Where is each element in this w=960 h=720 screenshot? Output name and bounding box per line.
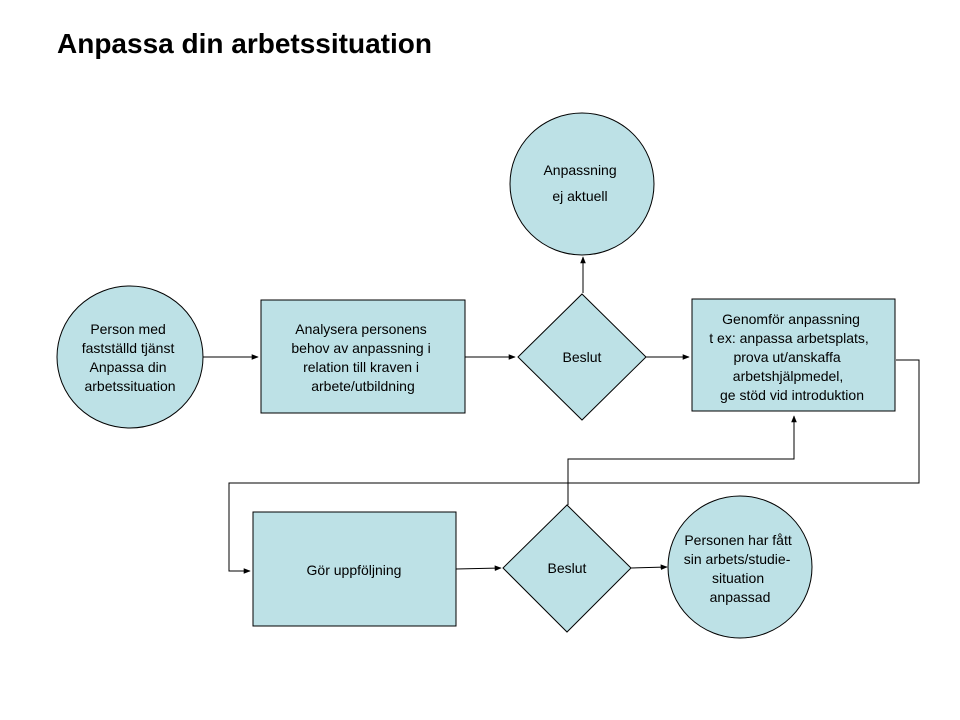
implement-box (691, 298, 896, 412)
start-label: Person med fastställd tjänst Anpassa din… (82, 321, 179, 394)
implement-label-line: ge stöd vid introduktion (720, 387, 864, 403)
arrow-decision2-to-end (630, 564, 668, 570)
arrow-implement-to-follow-up (228, 359, 920, 574)
implement-label-line: prova ut/anskaffa (733, 349, 840, 365)
analyze-label-line: behov av anpassning i (291, 340, 430, 356)
follow-up-label-line: Gör uppföljning (307, 562, 402, 578)
decision1-label: Beslut (563, 349, 602, 365)
decision2-label: Beslut (548, 560, 587, 576)
not-applicable-label-line: Anpassning (543, 162, 616, 178)
decision2-label-line: Beslut (548, 560, 587, 576)
implement-label: Genomför anpassning t ex: anpassa arbets… (709, 311, 872, 403)
analyze-label-line: arbete/utbildning (311, 378, 415, 394)
start-label-line: arbetssituation (84, 378, 175, 394)
decision1-diamond (517, 293, 647, 421)
start-label-line: fastställd tjänst (82, 340, 175, 356)
arrow-follow-up-to-decision2 (455, 565, 502, 571)
end-label: Personen har fått sin arbets/studie- sit… (684, 532, 796, 605)
follow-up-box (252, 511, 457, 627)
end-label-line: anpassad (710, 589, 771, 605)
start-label-line: Person med (90, 321, 165, 337)
implement-label-line: Genomför anpassning (722, 311, 860, 327)
not-applicable-node (509, 112, 655, 256)
start-label-line: Anpassa din (90, 359, 167, 375)
arrow-decision2-to-implement (567, 415, 797, 505)
end-label-line: sin arbets/studie- (684, 551, 791, 567)
not-applicable-label-line: ej aktuell (552, 188, 607, 204)
shapes (56, 112, 896, 639)
decision1-label-line: Beslut (563, 349, 602, 365)
analyze-label-line: relation till kraven i (303, 359, 419, 375)
connectors (202, 256, 920, 574)
not-applicable-label: Anpassning ej aktuell (543, 162, 620, 204)
implement-label-line: t ex: anpassa arbetsplats, (709, 330, 869, 346)
analyze-label-line: Analysera personens (295, 321, 427, 337)
end-node (667, 495, 813, 639)
start-node (56, 285, 204, 429)
implement-label-line: arbetshjälpmedel, (733, 368, 844, 384)
page-title: Anpassa din arbetssituation (57, 28, 432, 59)
analyze-box (260, 299, 466, 414)
analyze-label: Analysera personens behov av anpassning … (291, 321, 434, 394)
end-label-line: situation (712, 570, 764, 586)
decision2-diamond (502, 504, 632, 633)
follow-up-label: Gör uppföljning (307, 562, 402, 578)
end-label-line: Personen har fått (684, 532, 792, 548)
